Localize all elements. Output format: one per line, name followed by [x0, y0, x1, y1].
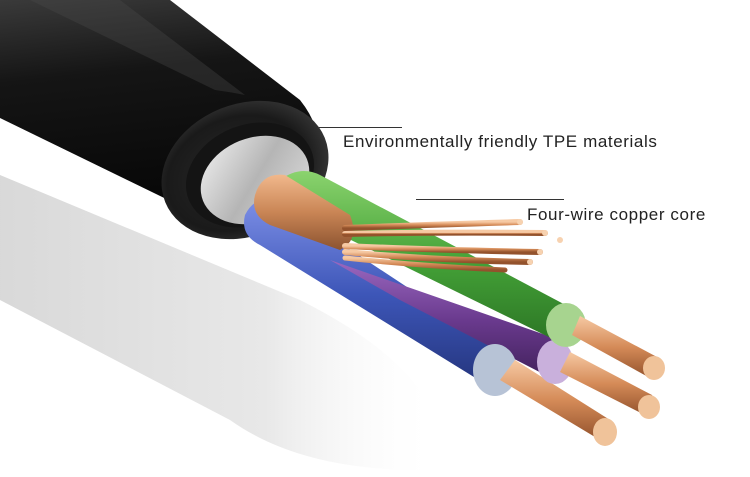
- tpe-callout-line: [319, 127, 402, 128]
- purple-wire-core: [537, 340, 660, 419]
- copper-callout-label: Four-wire copper core: [527, 205, 706, 224]
- green-wire-core: [546, 303, 665, 380]
- blue-wire-core: [473, 344, 617, 446]
- jacket-highlight: [30, 0, 245, 95]
- purple-wire: [330, 260, 569, 380]
- fanned-copper-strands: [342, 219, 563, 273]
- cable-shadow: [0, 175, 440, 470]
- copper-callout-line: [416, 199, 564, 200]
- tpe-callout-label: Environmentally friendly TPE materials: [343, 132, 658, 151]
- blue-wire: [244, 199, 513, 390]
- copper-insulated-wire: [254, 174, 354, 250]
